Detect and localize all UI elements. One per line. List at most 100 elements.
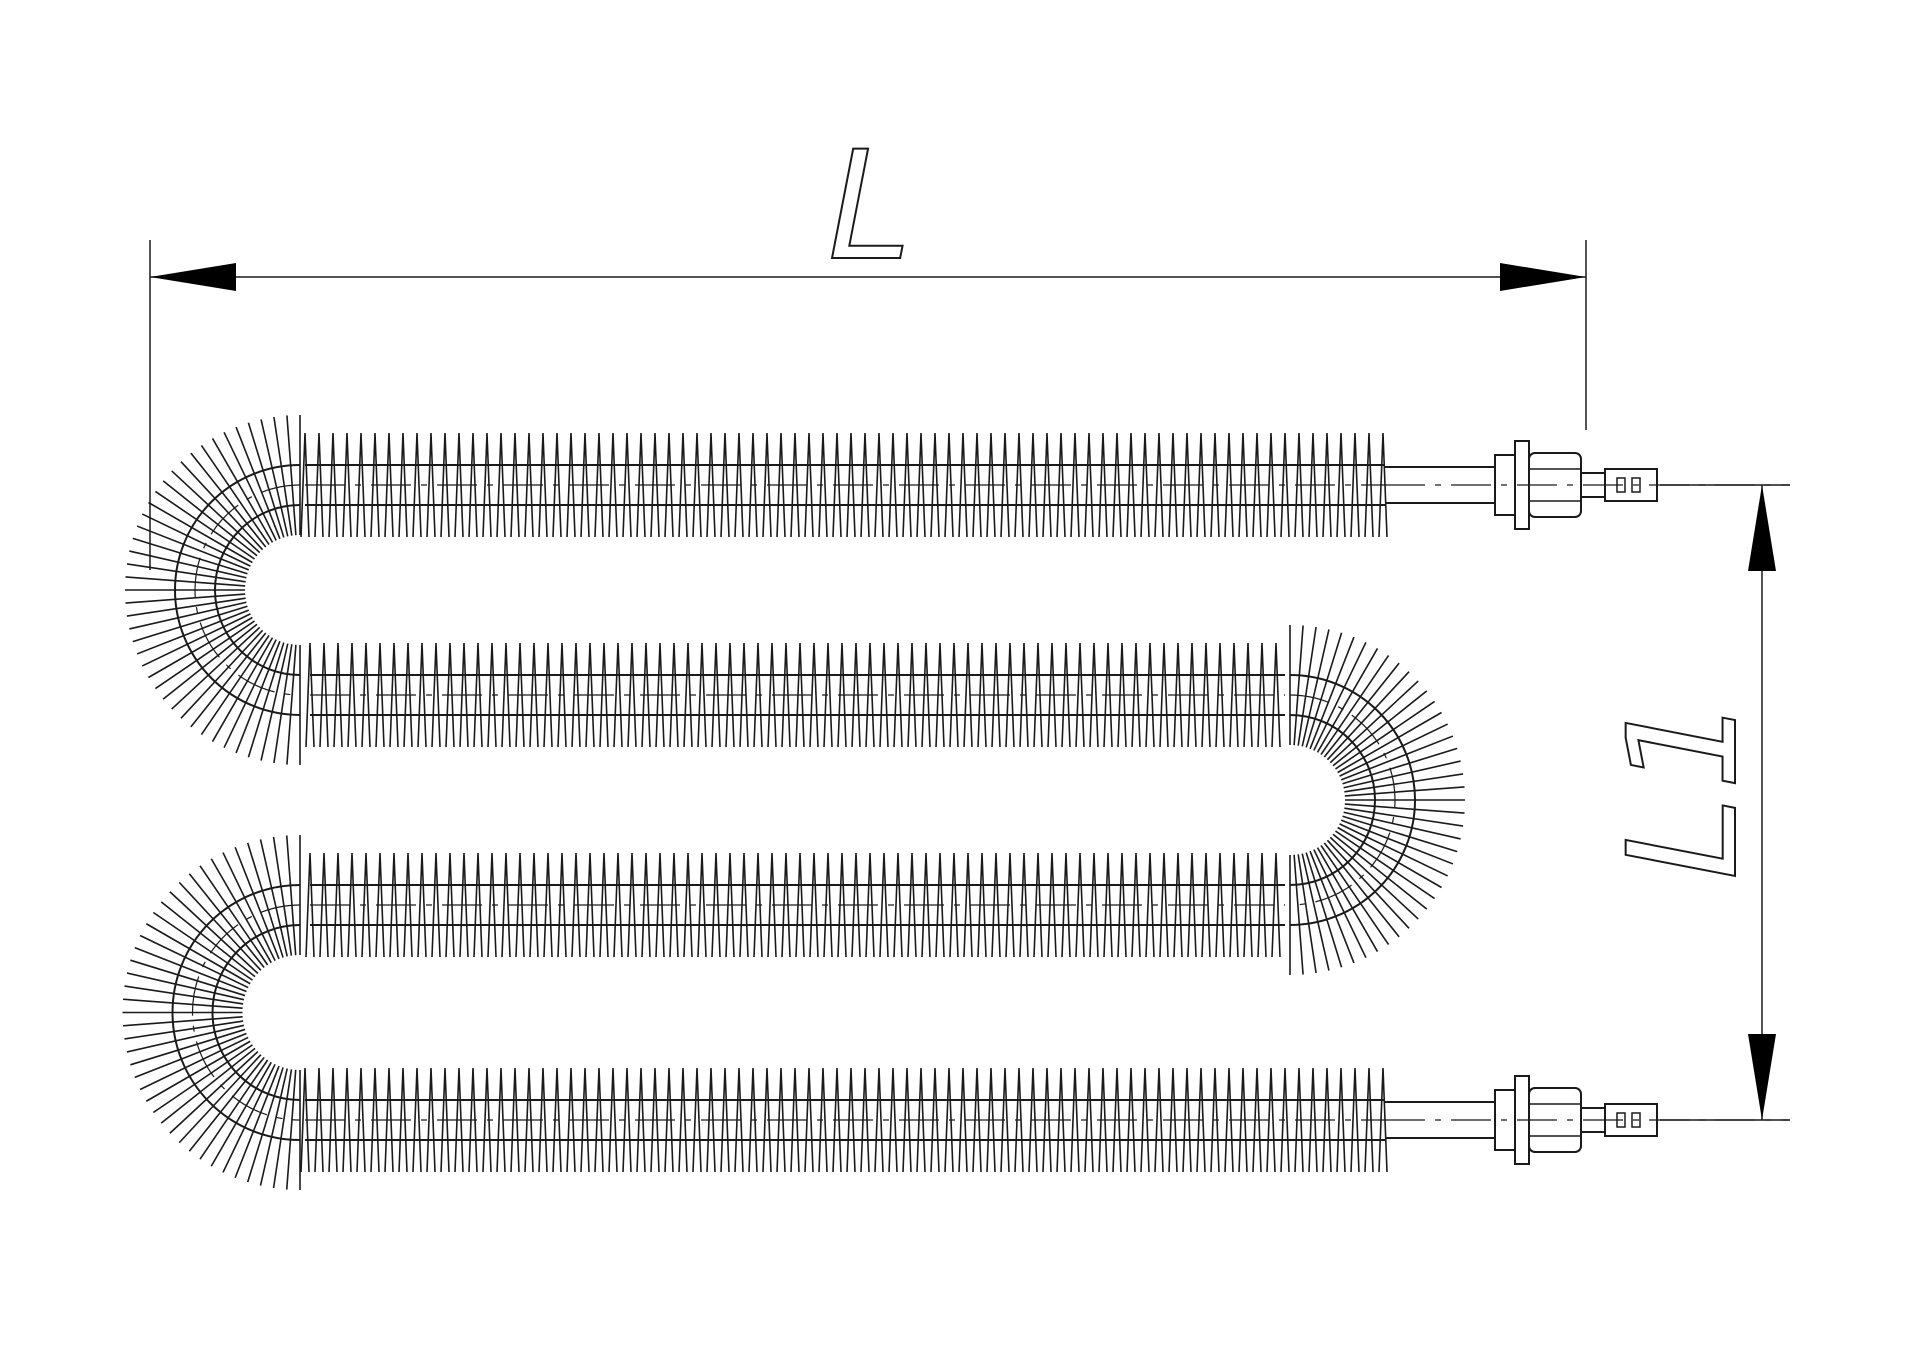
- bend-fin: [1334, 700, 1436, 770]
- fin: [342, 1067, 352, 1173]
- bend-fin: [130, 1028, 246, 1066]
- fin: [907, 852, 917, 958]
- fin: [445, 642, 455, 748]
- fin: [585, 852, 595, 958]
- fin: [1000, 432, 1010, 538]
- bend-fin: [134, 1032, 247, 1079]
- fin: [599, 852, 609, 958]
- fin: [580, 1067, 590, 1173]
- bend-fin: [152, 1044, 253, 1114]
- fin: [594, 1067, 604, 1173]
- bend-fin: [272, 1069, 293, 1189]
- fin: [1047, 852, 1057, 958]
- bend-fin: [125, 576, 246, 587]
- fin: [1047, 642, 1057, 748]
- length-arrow-left: [150, 263, 236, 291]
- bend-fin: [1342, 747, 1458, 785]
- fin: [776, 1067, 786, 1173]
- fin: [1061, 642, 1071, 748]
- fin: [664, 1067, 674, 1173]
- fin: [977, 642, 987, 748]
- bend-fin: [286, 644, 297, 765]
- fin: [1364, 1067, 1374, 1173]
- fin: [837, 642, 847, 748]
- bend-fin: [1343, 760, 1461, 789]
- bend-fin: [1334, 830, 1436, 900]
- fin: [972, 1067, 982, 1173]
- fin: [1364, 432, 1374, 538]
- fin: [1173, 852, 1183, 958]
- fin: [328, 1067, 338, 1173]
- fin: [501, 642, 511, 748]
- bend-fin: [1297, 854, 1317, 974]
- bend-fin: [1340, 735, 1454, 781]
- bend-fin: [124, 1020, 244, 1040]
- fin: [1098, 432, 1108, 538]
- fin: [389, 852, 399, 958]
- fin: [552, 432, 562, 538]
- fin: [795, 852, 805, 958]
- fin: [888, 1067, 898, 1173]
- fin: [1075, 852, 1085, 958]
- fin: [622, 432, 632, 538]
- fin: [571, 852, 581, 958]
- fin: [692, 432, 702, 538]
- fin: [860, 1067, 870, 1173]
- fin: [496, 1067, 506, 1173]
- fin: [1243, 852, 1253, 958]
- fin: [370, 1067, 380, 1173]
- terminal-tab-hole: [1631, 1112, 1641, 1128]
- bend-fin: [139, 934, 249, 989]
- fin: [1033, 852, 1043, 958]
- fin: [678, 1067, 688, 1173]
- fin: [543, 852, 553, 958]
- fin: [930, 1067, 940, 1173]
- fin: [571, 642, 581, 748]
- fin: [1322, 1067, 1332, 1173]
- bend-fin: [139, 1036, 249, 1091]
- fin: [1257, 852, 1267, 958]
- fin: [762, 1067, 772, 1173]
- bend-fin: [246, 842, 284, 958]
- fin: [440, 432, 450, 538]
- fin: [487, 852, 497, 958]
- fin: [417, 642, 427, 748]
- bend-fin: [169, 891, 259, 974]
- bend-fin: [246, 1067, 284, 1183]
- fin: [837, 852, 847, 958]
- fin: [552, 1067, 562, 1173]
- fin: [902, 432, 912, 538]
- fin: [515, 642, 525, 748]
- fin: [697, 852, 707, 958]
- bend-fin: [1340, 819, 1454, 865]
- fin: [650, 432, 660, 538]
- bend-fin: [1323, 662, 1400, 758]
- fin: [893, 642, 903, 748]
- fin: [865, 852, 875, 958]
- fin: [916, 1067, 926, 1173]
- fin: [538, 432, 548, 538]
- fin: [1196, 432, 1206, 538]
- terminal-tab-hole: [1616, 477, 1626, 493]
- fin: [319, 642, 329, 748]
- fin: [1266, 1067, 1276, 1173]
- bend-fin: [1329, 836, 1419, 920]
- fin: [1271, 642, 1281, 748]
- fin: [790, 1067, 800, 1173]
- bend-fin: [199, 1059, 269, 1160]
- fin: [543, 642, 553, 748]
- fin: [678, 432, 688, 538]
- bend-fin: [148, 616, 253, 679]
- bend-fin: [178, 881, 262, 971]
- bend-fin: [210, 858, 272, 964]
- bend-fin: [129, 601, 247, 630]
- fin: [972, 432, 982, 538]
- bend-fin: [1305, 632, 1343, 748]
- fin: [1187, 852, 1197, 958]
- fin: [748, 1067, 758, 1173]
- fin: [1070, 1067, 1080, 1173]
- fin: [1350, 1067, 1360, 1173]
- fin: [347, 852, 357, 958]
- fin: [907, 642, 917, 748]
- fin: [426, 1067, 436, 1173]
